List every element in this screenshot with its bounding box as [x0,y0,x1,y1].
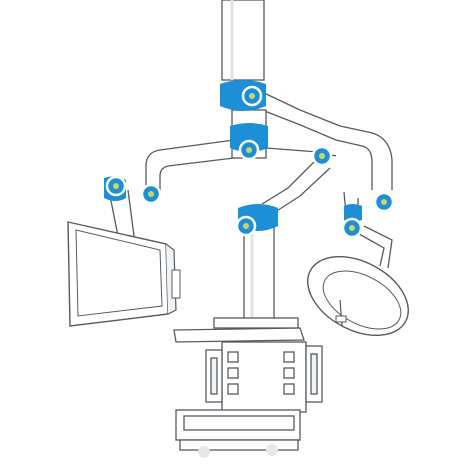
rotation-joint-icon [373,191,395,213]
rotation-joint-icon [311,145,333,167]
main-pendant-column [243,221,275,323]
rotation-joint-icon [238,139,260,161]
rotation-joint-icon [341,217,363,239]
rotation-joint-icon [235,215,257,237]
ceiling-column [221,0,265,81]
rotation-joint-icon [241,85,263,107]
joint-collar-light [344,204,362,222]
surgical-light [307,256,409,336]
joint-collar-middle [230,123,268,152]
rotation-joint-icon [105,175,127,197]
rotation-joint-icon [140,183,162,205]
floor-shadow [198,444,278,458]
supply-unit [173,317,323,451]
monitor [67,221,181,327]
left-arm [145,139,235,196]
upper-right-arm [261,91,393,190]
